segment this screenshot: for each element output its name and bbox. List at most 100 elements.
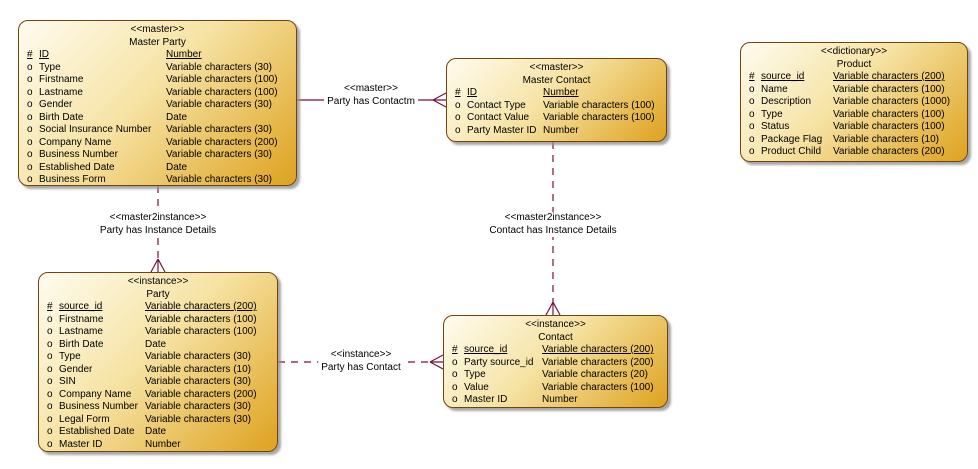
relationship-stereotype: <<master>> — [344, 83, 398, 94]
attribute-prefix: o — [47, 401, 53, 412]
attribute-prefix: # — [455, 87, 461, 98]
attribute-type: Variable characters (100) — [833, 108, 945, 120]
attribute-name: source_id — [761, 71, 805, 82]
attribute-name: Birth Date — [39, 111, 84, 123]
attribute-name: Established Date — [59, 426, 135, 437]
relationship-label-party-has-contact[interactable]: <<instance>> Party has Contact — [318, 349, 404, 374]
attribute-name: Party Master ID — [467, 124, 537, 136]
attribute-name: Established Date — [39, 161, 115, 173]
attribute-name: Name — [761, 83, 788, 95]
relationship-label-contact-has-instance-details[interactable]: <<master2instance>> Contact has Instance… — [486, 212, 620, 237]
entity-name: Contact — [538, 331, 573, 343]
relationship-name: Party has Contact — [321, 361, 401, 373]
attribute-prefix: o — [27, 99, 33, 110]
attribute-name: Type — [761, 108, 783, 120]
attribute-name: source_id — [59, 301, 103, 312]
attribute-type: Variable characters (200) — [166, 136, 278, 148]
attribute-name: Firstname — [59, 313, 104, 325]
attribute-name: Status — [761, 121, 790, 132]
attribute-name: Product Child — [761, 146, 822, 157]
attribute-type: Variable characters (100) — [543, 99, 655, 111]
attribute-name: Description — [761, 96, 812, 107]
attribute-prefix: o — [27, 136, 33, 148]
entity-name: Master Contact — [522, 74, 591, 86]
attribute-name: Contact Value — [467, 112, 530, 123]
attribute-type: Variable characters (100) — [542, 381, 654, 393]
attribute-type: Variable characters (200) — [145, 301, 257, 312]
relationship-party-has-instance-details[interactable] — [150, 186, 166, 273]
attribute-prefix: o — [47, 426, 53, 437]
attribute-type: Variable characters (20) — [542, 369, 648, 380]
attribute-prefix: # — [47, 301, 53, 312]
attribute-prefix: o — [455, 112, 461, 123]
attribute-name: Birth Date — [59, 338, 104, 350]
entity-stereotype: <<instance>> — [127, 276, 189, 287]
relationship-stereotype: <<instance>> — [330, 349, 392, 360]
attribute-prefix: o — [749, 83, 755, 95]
attribute-type: Number — [166, 49, 202, 60]
attribute-name: source_id — [464, 344, 508, 355]
attribute-name: Business Number — [39, 149, 118, 160]
attribute-type: Variable characters (200) — [542, 356, 654, 368]
attribute-prefix: o — [47, 388, 53, 400]
attribute-name: Business Form — [39, 174, 106, 185]
attribute-type: Variable characters (200) — [833, 146, 945, 157]
attribute-type: Number — [543, 124, 579, 136]
attribute-row: o Party Master ID Number — [453, 125, 660, 138]
entity-stereotype: <<master>> — [529, 62, 584, 73]
attribute-type: Variable characters (30) — [145, 351, 251, 362]
relationship-party-has-contact[interactable] — [278, 354, 444, 370]
attribute-type: Variable characters (100) — [145, 326, 257, 337]
attribute-prefix: o — [455, 124, 461, 136]
attribute-prefix: o — [749, 108, 755, 120]
attribute-type: Variable characters (10) — [833, 133, 939, 145]
crows-foot-many-marker — [545, 301, 561, 316]
attribute-prefix: o — [452, 369, 458, 380]
relationship-label-party-has-contactm[interactable]: <<master>> Party has Contactm — [324, 83, 418, 108]
attribute-type: Number — [145, 438, 181, 450]
attribute-type: Variable characters (100) — [166, 86, 278, 98]
attribute-prefix: o — [455, 99, 461, 111]
attribute-type: Variable characters (1000) — [833, 96, 951, 107]
entity-name: Party — [146, 288, 170, 300]
relationship-label-party-has-instance-details[interactable]: <<master2instance>> Party has Instance D… — [96, 212, 220, 237]
attribute-name: Business Number — [59, 401, 138, 412]
attribute-name: Package Flag — [761, 133, 823, 145]
attribute-prefix: o — [27, 149, 33, 160]
attribute-prefix: o — [27, 111, 33, 123]
attribute-type: Variable characters (30) — [145, 376, 251, 387]
attribute-type: Variable characters (100) — [166, 74, 278, 85]
attribute-name: SIN — [59, 376, 76, 387]
attribute-name: Contact Type — [467, 99, 526, 111]
attribute-prefix: o — [47, 438, 53, 450]
attribute-name: Master ID — [59, 438, 103, 450]
attribute-prefix: o — [27, 124, 33, 135]
attribute-type: Variable characters (200) — [833, 71, 945, 82]
